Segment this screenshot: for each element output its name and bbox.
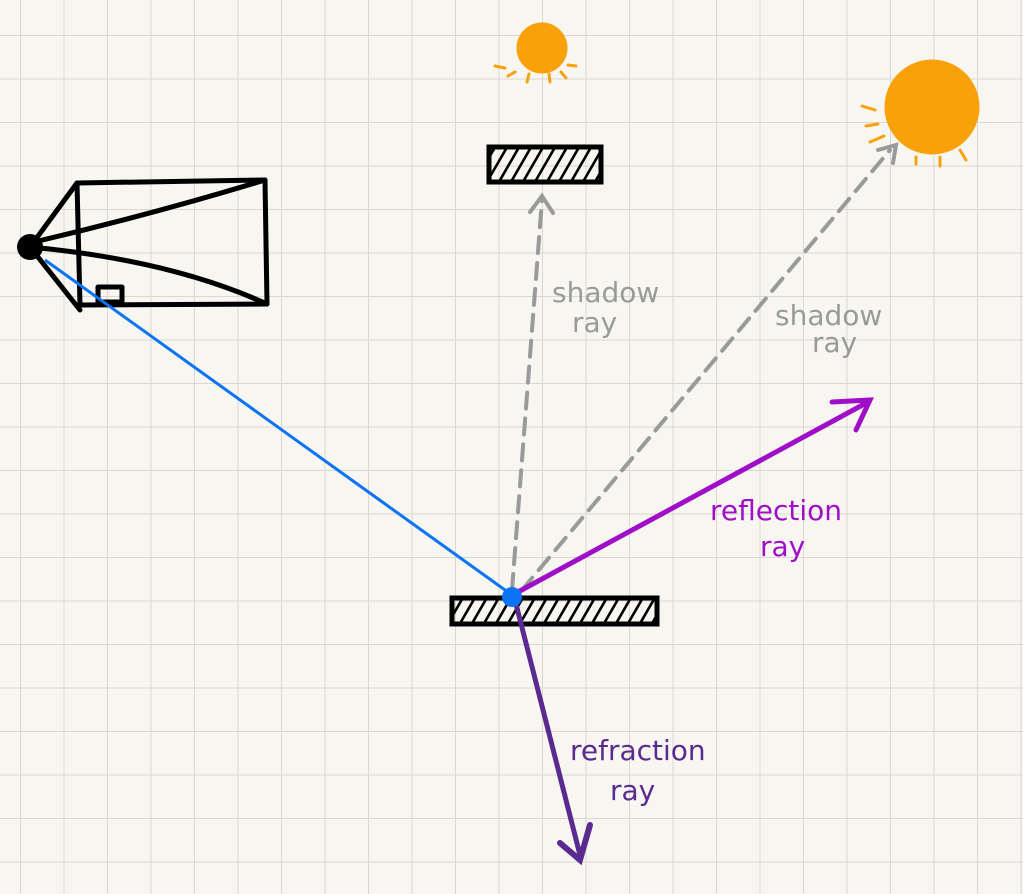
sun-icon xyxy=(860,59,980,168)
shadow-arrowhead-1 xyxy=(528,192,555,215)
shadow-arrowhead-2 xyxy=(876,142,899,165)
shadow-ray-2 xyxy=(520,148,892,592)
camera-ray xyxy=(44,258,513,597)
camera-frustum xyxy=(27,177,270,313)
shadow-ray-1 xyxy=(510,198,544,592)
refraction-arrowhead xyxy=(557,822,593,866)
hit-point xyxy=(502,587,522,607)
camera-eye-point xyxy=(17,234,43,260)
reflection-ray xyxy=(516,399,870,595)
reflection-arrowhead xyxy=(829,397,875,433)
sun-icon xyxy=(493,22,578,84)
occluder-block xyxy=(486,144,604,185)
refraction-ray xyxy=(513,603,583,856)
refraction-ray-label: refraction ray xyxy=(570,734,715,807)
shadow-ray-label-2: shadow ray xyxy=(775,299,891,359)
shadow-ray-label-1: shadow ray xyxy=(552,276,668,339)
surface-hit xyxy=(449,595,660,627)
reflection-ray-label: reflection ray xyxy=(710,494,851,563)
